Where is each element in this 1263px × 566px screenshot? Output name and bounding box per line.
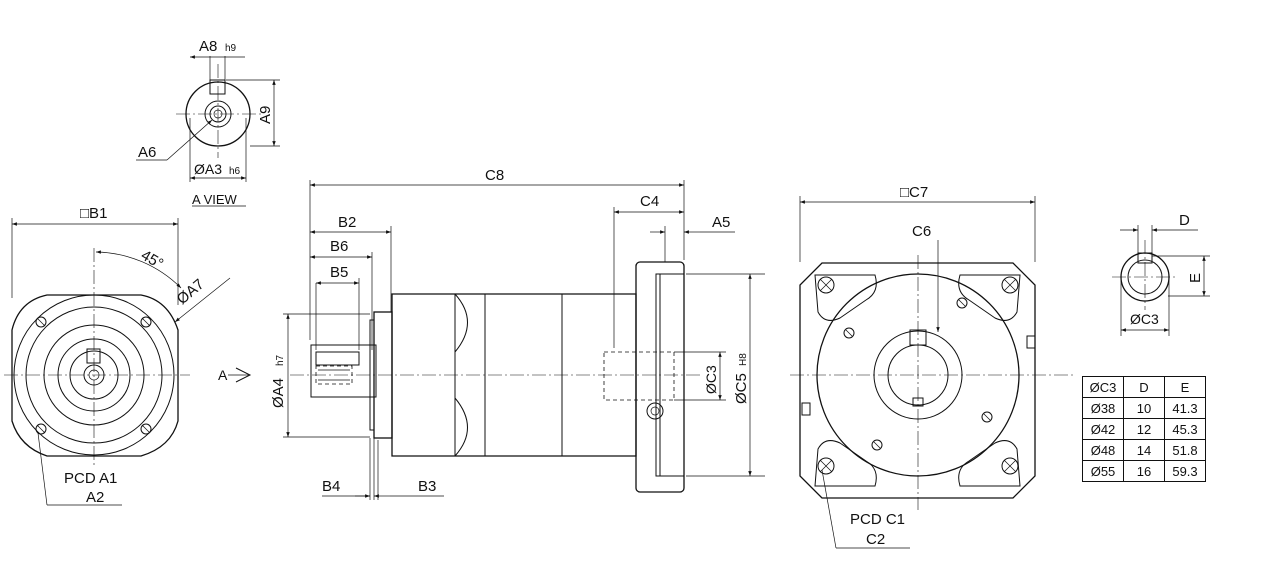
label-d: D [1179,212,1190,229]
label-b1: □B1 [80,205,107,222]
label-b4: B4 [322,478,340,495]
label-c7: □C7 [900,184,928,201]
label-a3: ØA3 [194,161,222,177]
label-c5-tol: H8 [738,353,749,366]
label-a2: A2 [86,489,104,506]
label-a8-tol: h9 [225,43,237,54]
label-a3-tol: h6 [229,166,241,177]
bolt-holes-front [35,316,152,435]
table-row: Ø42 12 45.3 [1082,418,1206,440]
label-a-view: A VIEW [192,192,238,207]
label-a8: A8 [199,38,217,55]
label-a4: ØA4 [270,378,287,408]
label-c3-side: ØC3 [703,365,719,394]
label-b5: B5 [330,264,348,281]
table-row: Ø48 14 51.8 [1082,439,1206,461]
table-cell: 12 [1123,418,1165,440]
keyway-detail: D E ØC3 [1112,212,1210,336]
table-cell: 41.3 [1164,397,1206,419]
table-cell: Ø55 [1082,460,1124,482]
label-pcd-a1: PCD A1 [64,470,117,487]
table-cell: 16 [1123,460,1165,482]
label-b2: B2 [338,214,356,231]
a-view: A8 h9 A9 A6 ØA3 h6 A VIEW [136,38,280,207]
table-cell: Ø48 [1082,439,1124,461]
label-c8: C8 [485,167,504,184]
table-row: Ø38 10 41.3 [1082,397,1206,419]
dimension-table: ØC3 D E Ø38 10 41.3 Ø42 12 45.3 Ø48 14 5… [1082,376,1206,482]
front-view: □B1 45° ØA7 PCD A1 A2 [4,205,231,506]
bolt-holes-input [817,276,1019,475]
table-cell: Ø38 [1082,397,1124,419]
table-header-row: ØC3 D E [1082,376,1206,398]
label-e: E [1187,273,1204,283]
side-view: C8 C4 A5 B2 B6 B5 ØA4 h7 A ØC3 ØC5 H8 B4… [218,167,765,500]
label-c6: C6 [912,223,931,240]
label-c2: C2 [866,531,885,548]
label-c5: ØC5 [733,373,750,404]
label-b3: B3 [418,478,436,495]
label-a-arrow: A [218,367,228,383]
table-cell: 14 [1123,439,1165,461]
table-cell: 10 [1123,397,1165,419]
table-header: ØC3 [1082,376,1124,398]
input-flange-view: □C7 C6 PCD C1 C2 [790,184,1075,549]
table-cell: 45.3 [1164,418,1206,440]
table-cell: Ø42 [1082,418,1124,440]
label-c3-detail: ØC3 [1130,311,1159,327]
table-cell: 59.3 [1164,460,1206,482]
label-a6: A6 [138,144,156,161]
label-c4: C4 [640,193,659,210]
label-pcd-c1: PCD C1 [850,511,905,528]
label-a7: ØA7 [174,276,208,308]
label-a9: A9 [257,106,274,124]
label-a4-tol: h7 [275,354,286,366]
table-cell: 51.8 [1164,439,1206,461]
table-header: E [1164,376,1206,398]
label-b6: B6 [330,238,348,255]
table-header: D [1123,376,1165,398]
label-a5: A5 [712,214,730,231]
label-angle: 45° [138,247,166,273]
table-row: Ø55 16 59.3 [1082,460,1206,482]
